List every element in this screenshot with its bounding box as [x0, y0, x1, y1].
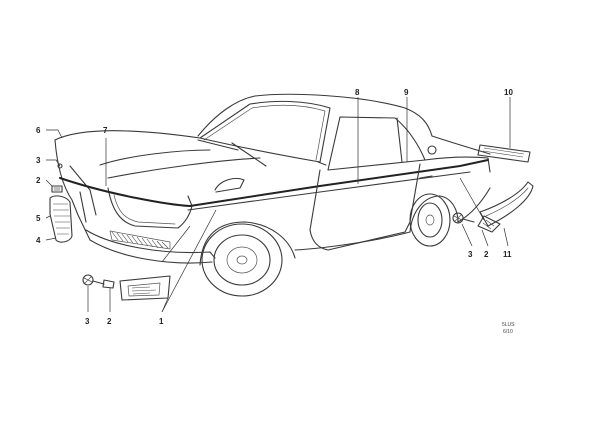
callout-2-rear: 2 — [484, 250, 489, 259]
callout-2-front: 2 — [107, 317, 112, 326]
rear-bumper-part — [477, 181, 534, 233]
left-badges — [51, 163, 63, 193]
callout-3-left: 3 — [36, 156, 41, 165]
leader-lines — [45, 97, 511, 313]
reference-code-text: 5LUS — [502, 322, 515, 328]
lower-grille — [109, 230, 171, 250]
rear-screw-clip — [452, 212, 475, 224]
rear-trim-strip-part — [477, 144, 531, 163]
callout-11: 11 — [503, 250, 512, 259]
reference-number-text: 6/10 — [503, 329, 513, 335]
callout-4: 4 — [36, 236, 41, 245]
front-screw-clip — [82, 274, 115, 289]
callout-3-front: 3 — [85, 317, 90, 326]
callout-7: 7 — [103, 126, 108, 135]
car-body — [54, 93, 491, 297]
callout-8: 8 — [355, 88, 360, 97]
callouts: 6 7 8 9 10 3 2 5 4 3 2 1 3 2 11 — [36, 88, 513, 326]
callout-9: 9 — [404, 88, 409, 97]
callout-3-rear: 3 — [468, 250, 473, 259]
kidney-grille-part — [49, 195, 73, 243]
callout-2-left: 2 — [36, 176, 41, 185]
reference-code: 5LUS 6/10 — [502, 322, 515, 335]
indicator-lens-part — [119, 275, 171, 301]
callout-10: 10 — [504, 88, 513, 97]
callout-1: 1 — [159, 317, 164, 326]
callout-5: 5 — [36, 214, 41, 223]
callout-6: 6 — [36, 126, 41, 135]
